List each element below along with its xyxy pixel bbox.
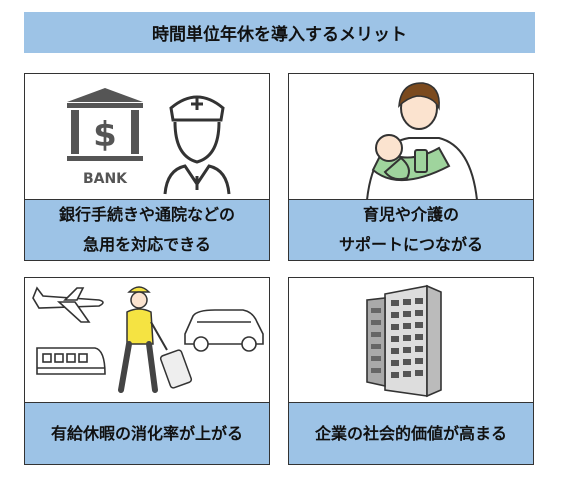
caption-line: 企業の社会的価値が高まる xyxy=(314,423,507,443)
caption-line: 有給休暇の消化率が上がる xyxy=(50,423,243,443)
card-illustration xyxy=(25,278,269,403)
page-title: 時間単位年休を導入するメリット xyxy=(24,12,535,53)
father-baby-illustration xyxy=(365,82,479,200)
card-caption: 育児や介護の サポートにつながる xyxy=(289,199,533,260)
benefit-card-urgent-errands: $ BANK 銀行手続きや通院などの 急用を対応できる xyxy=(24,73,270,261)
card-caption: 有給休暇の消化率が上がる xyxy=(25,402,269,464)
caption-line: 急用を対応できる xyxy=(83,235,211,254)
traveler-illustration xyxy=(118,286,193,393)
card-illustration xyxy=(289,278,533,403)
svg-text:$: $ xyxy=(93,115,117,155)
caption-line: 育児や介護の xyxy=(362,205,459,225)
airplane-icon xyxy=(32,286,104,323)
car-icon xyxy=(184,309,264,352)
card-illustration xyxy=(289,74,533,200)
card-caption: 企業の社会的価値が高まる xyxy=(289,402,533,464)
bank-icon: $ BANK xyxy=(67,88,143,187)
nurse-icon xyxy=(163,95,231,195)
train-icon xyxy=(36,347,106,375)
office-building-illustration xyxy=(366,284,442,398)
bank-label: BANK xyxy=(83,171,128,187)
card-illustration: $ BANK xyxy=(25,74,269,200)
benefit-card-corporate-value: 企業の社会的価値が高まる xyxy=(288,277,534,465)
benefit-card-leave-usage: 有給休暇の消化率が上がる xyxy=(24,277,270,465)
caption-line: 銀行手続きや通院などの xyxy=(58,205,235,225)
card-caption: 銀行手続きや通院などの 急用を対応できる xyxy=(25,199,269,260)
benefit-card-childcare-nursing: 育児や介護の サポートにつながる xyxy=(288,73,534,261)
caption-line: サポートにつながる xyxy=(338,235,483,254)
